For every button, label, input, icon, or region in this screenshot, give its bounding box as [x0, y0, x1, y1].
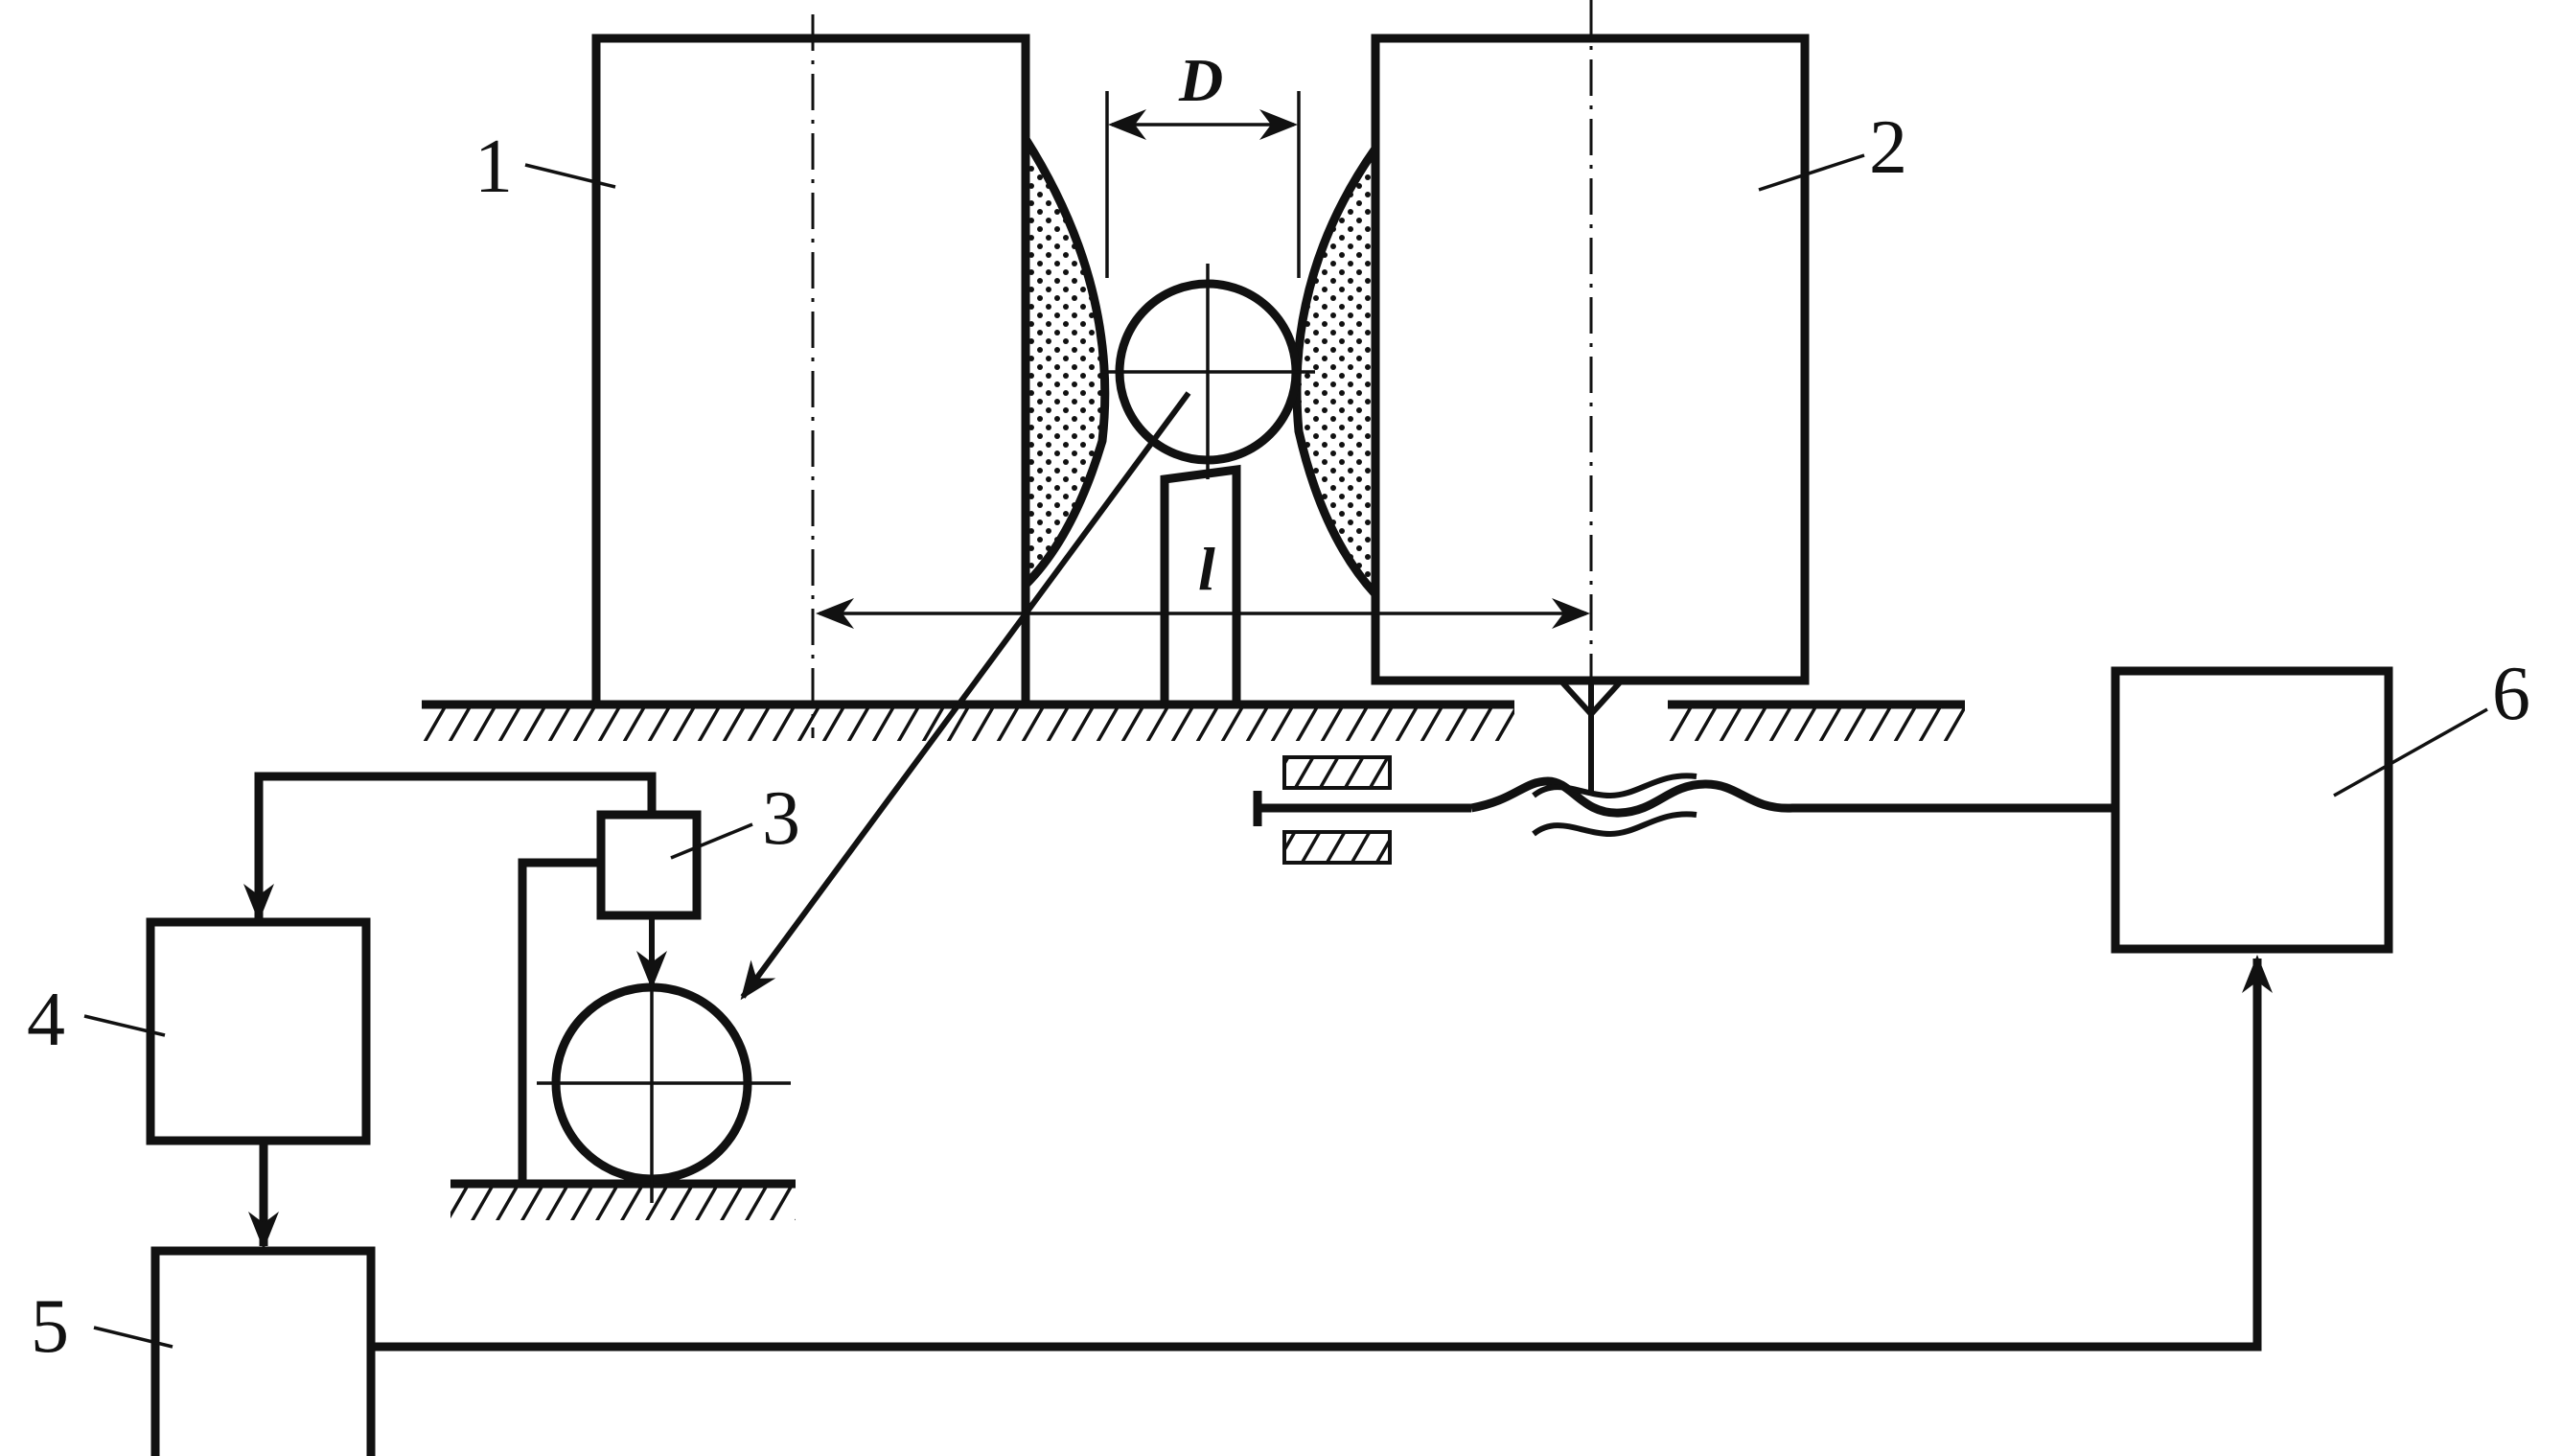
dimension-D [1105, 91, 1301, 278]
label-D: D [1178, 46, 1223, 114]
leader-6 [2333, 707, 2488, 797]
support-blade [1160, 464, 1241, 705]
line-3-to-4 [243, 772, 657, 922]
line-5-to-6 [371, 955, 2273, 1352]
leader-1 [524, 163, 616, 189]
leader-4 [83, 1014, 166, 1037]
leader-3 [670, 822, 753, 860]
block-3 [596, 810, 702, 920]
dressing-zone-left [1022, 136, 1110, 589]
leader-5 [93, 1326, 173, 1349]
ground-right [1668, 700, 1965, 741]
leader-2 [1758, 153, 1865, 192]
label-6: 6 [2492, 652, 2530, 736]
adjustment-mechanism [1253, 680, 2115, 865]
block-4 [146, 917, 371, 1145]
label-l: l [1198, 535, 1215, 603]
label-5: 5 [31, 1284, 69, 1369]
ground-workroll [450, 1179, 796, 1220]
label-2: 2 [1869, 105, 1907, 190]
block-5 [150, 1246, 376, 1456]
label-1: 1 [474, 125, 513, 209]
label-4: 4 [27, 978, 65, 1062]
ground-main [422, 700, 1514, 741]
transfer-arrow [740, 391, 1191, 1001]
block-6 [2111, 666, 2393, 954]
wheel-1-body [591, 34, 1030, 709]
dressing-zone-right [1292, 146, 1379, 598]
label-3: 3 [762, 776, 800, 861]
